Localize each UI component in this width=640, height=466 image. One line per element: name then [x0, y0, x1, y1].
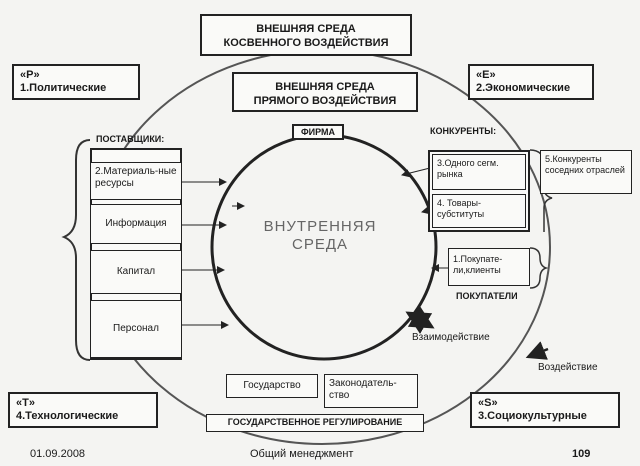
influence-label: Воздействие	[538, 362, 598, 373]
interaction-arrow	[405, 306, 435, 334]
footer-page-number: 109	[572, 448, 591, 460]
buyers-clients-box: 1.Покупате-ли,клиенты	[448, 248, 530, 286]
internal-environment-label: ВНУТРЕННЯЯ СРЕДА	[250, 218, 390, 254]
political-factor-box: «P» 1.Политические	[12, 64, 140, 100]
technological-code: «T»	[16, 397, 35, 409]
competitors-heading: КОНКУРЕНТЫ:	[430, 126, 497, 136]
internal-environment-line1: ВНУТРЕННЯЯ	[263, 218, 377, 235]
regulation-state-box: Государство	[226, 374, 318, 398]
direct-environment-line2: ПРЯМОГО ВОЗДЕЙСТВИЯ	[253, 95, 397, 107]
footer-date: 01.09.2008	[30, 448, 86, 460]
economic-code: «E»	[476, 69, 496, 81]
suppliers-bracket	[61, 139, 91, 361]
sociocultural-name: 3.Социокультурные	[478, 410, 587, 422]
competitor-arrow-1	[401, 167, 431, 178]
direct-environment-box: ВНЕШНЯЯ СРЕДА ПРЯМОГО ВОЗДЕЙСТВИЯ	[232, 72, 418, 112]
influence-arrow	[525, 341, 549, 360]
direct-environment-line1: ВНЕШНЯЯ СРЕДА	[275, 81, 375, 93]
competitor-substitutes: 4. Товары-субституты	[432, 194, 526, 228]
sociocultural-factor-box: «S» 3.Социокультурные	[470, 392, 620, 428]
state-regulation-heading: ГОСУДАРСТВЕННОЕ РЕГУЛИРОВАНИЕ	[206, 414, 424, 432]
supplier-information: Информация	[90, 204, 182, 244]
regulation-legislation-box: Законодатель-ство	[324, 374, 418, 408]
competitor-neighbor-industries: 5.Конкуренты соседних отраслей	[540, 150, 632, 194]
suppliers-heading: ПОСТАВЩИКИ:	[96, 134, 165, 144]
internal-environment-line2: СРЕДА	[291, 236, 348, 253]
footer-title: Общий менеджмент	[250, 448, 354, 460]
technological-factor-box: «T» 4.Технологические	[8, 392, 158, 428]
firm-label: ФИРМА	[292, 124, 344, 140]
economic-name: 2.Экономические	[476, 82, 571, 94]
supplier-material-resources: 2.Материаль-ные ресурсы	[90, 162, 182, 200]
supplier-capital: Капитал	[90, 250, 182, 294]
buyers-bracket	[529, 247, 549, 289]
buyers-heading: ПОКУПАТЕЛИ	[456, 291, 518, 301]
supplier-personnel: Персонал	[90, 300, 182, 358]
indirect-environment-box: ВНЕШНЯЯ СРЕДА КОСВЕННОГО ВОЗДЕЙСТВИЯ	[200, 14, 412, 56]
technological-name: 4.Технологические	[16, 410, 119, 422]
economic-factor-box: «E» 2.Экономические	[468, 64, 594, 100]
sociocultural-code: «S»	[478, 397, 498, 409]
political-name: 1.Политические	[20, 82, 107, 94]
indirect-environment-line1: ВНЕШНЯЯ СРЕДА	[256, 23, 356, 35]
competitor-same-segment: 3.Одного сегм. рынка	[432, 154, 526, 190]
interaction-label: Взаимодействие	[412, 332, 490, 343]
indirect-environment-line2: КОСВЕННОГО ВОЗДЕЙСТВИЯ	[223, 37, 389, 49]
political-code: «P»	[20, 69, 40, 81]
